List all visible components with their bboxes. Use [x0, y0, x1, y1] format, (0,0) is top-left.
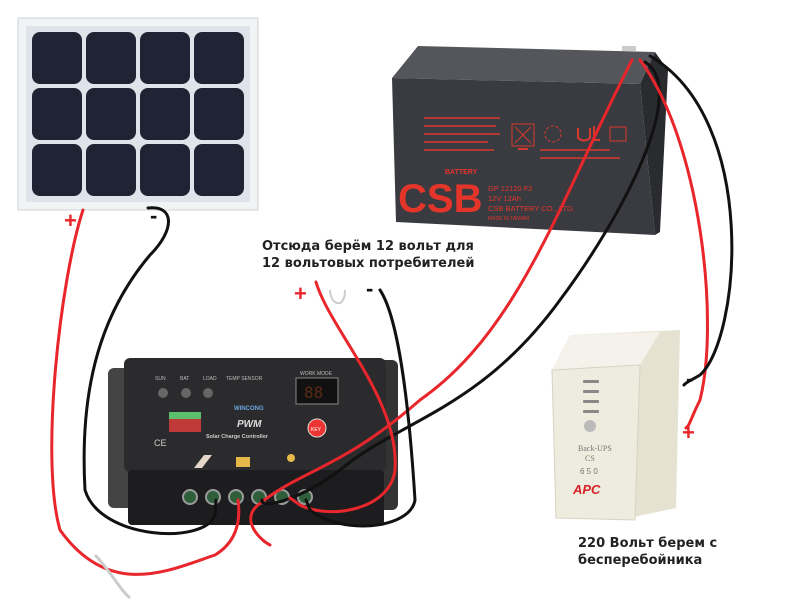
ups-minus-sign: -	[686, 366, 694, 391]
cert-icon	[609, 126, 627, 142]
ups-model-line2: CS	[585, 454, 595, 463]
solar-cell	[86, 32, 136, 84]
load-caption-line2: 12 вольтовых потребителей	[262, 256, 475, 271]
solar-cell	[140, 88, 190, 140]
terminal-screw	[228, 489, 244, 505]
black-wire-ups-minus	[648, 54, 734, 387]
red-wire-panel-plus	[50, 208, 241, 576]
controller-brand: WINCONG	[234, 406, 264, 412]
battery-model: GP 12120 F2	[488, 184, 532, 193]
load-plus-sign: +	[294, 281, 307, 306]
load-caption: Отсюда берём 12 вольт для 12 вольтовых п…	[262, 238, 474, 272]
mode-display: 88	[304, 383, 323, 402]
recycle-crossed-bin-icon	[511, 123, 535, 150]
key-button[interactable]	[307, 418, 327, 438]
charge-controller: SUN BAT LOAD TEMP SENSOR WORK MODE 88 WI…	[108, 358, 398, 525]
indicator-load: LOAD	[203, 376, 217, 382]
ups-power-button[interactable]	[584, 420, 596, 432]
black-wire-panel-minus	[82, 206, 218, 535]
black-wire-battery-minus	[260, 60, 661, 506]
wires	[50, 54, 734, 576]
ups-model-line1: Back-UPS	[578, 444, 612, 453]
work-mode-label: WORK MODE	[300, 371, 333, 377]
paperclip	[93, 553, 131, 600]
terminal-screw	[182, 489, 198, 505]
controller-title: PWM	[237, 419, 262, 430]
indicator-sun: SUN	[155, 376, 166, 382]
solar-cell	[86, 144, 136, 196]
ups-capacity: 6 5 0	[580, 467, 598, 476]
battery-brand: CSB	[398, 177, 482, 221]
panel-plus-sign: +	[64, 208, 77, 233]
ups-brand: APC	[572, 482, 601, 497]
load-caption-line1: Отсюда берём 12 вольт для	[262, 239, 474, 254]
ups-plus-sign: +	[682, 420, 695, 445]
solar-cell	[194, 88, 244, 140]
recycle-icon	[544, 125, 562, 143]
battery-origin: MADE IN TAIWAN	[488, 216, 529, 222]
indicator-bat: BAT	[180, 376, 189, 382]
red-wire-ups-plus	[638, 58, 709, 430]
ups-caption-line2: бесперебойника	[578, 553, 703, 568]
battery: CSB BATTERY GP 12120 F2 12V 12Ah CSB BAT…	[392, 46, 668, 235]
red-wire-load-plus	[288, 280, 397, 513]
solar-cell	[194, 144, 244, 196]
solar-cell	[32, 144, 82, 196]
ce-mark: CE	[154, 438, 167, 448]
battery-brand-sub: BATTERY	[445, 169, 478, 176]
solar-cell	[140, 144, 190, 196]
ups: Back-UPS CS 6 5 0 APC	[551, 330, 680, 521]
solar-cell	[32, 88, 82, 140]
indicator-temp: TEMP SENSOR	[226, 376, 263, 382]
black-wire-load-minus	[304, 288, 417, 528]
controller-subtitle: Solar Charge Controller	[206, 434, 269, 440]
battery-fine-print	[424, 117, 620, 159]
solar-cell	[194, 32, 244, 84]
battery-maker: CSB BATTERY CO., LTD.	[488, 204, 575, 213]
solar-cell	[32, 32, 82, 84]
ups-caption-line1: 220 Вольт берем с	[578, 536, 718, 551]
terminal-screw	[205, 489, 221, 505]
solar-cell	[140, 32, 190, 84]
key-label: KEY	[311, 427, 322, 433]
battery-rating: 12V 12Ah	[488, 194, 521, 203]
red-wire-battery-plus	[249, 58, 634, 547]
ups-caption: 220 Вольт берем с бесперебойника	[578, 535, 717, 569]
panel-minus-sign: -	[150, 203, 158, 228]
paperclip	[329, 289, 346, 305]
solar-panel	[17, 17, 259, 211]
load-minus-sign: -	[366, 276, 374, 301]
solar-cell	[86, 88, 136, 140]
